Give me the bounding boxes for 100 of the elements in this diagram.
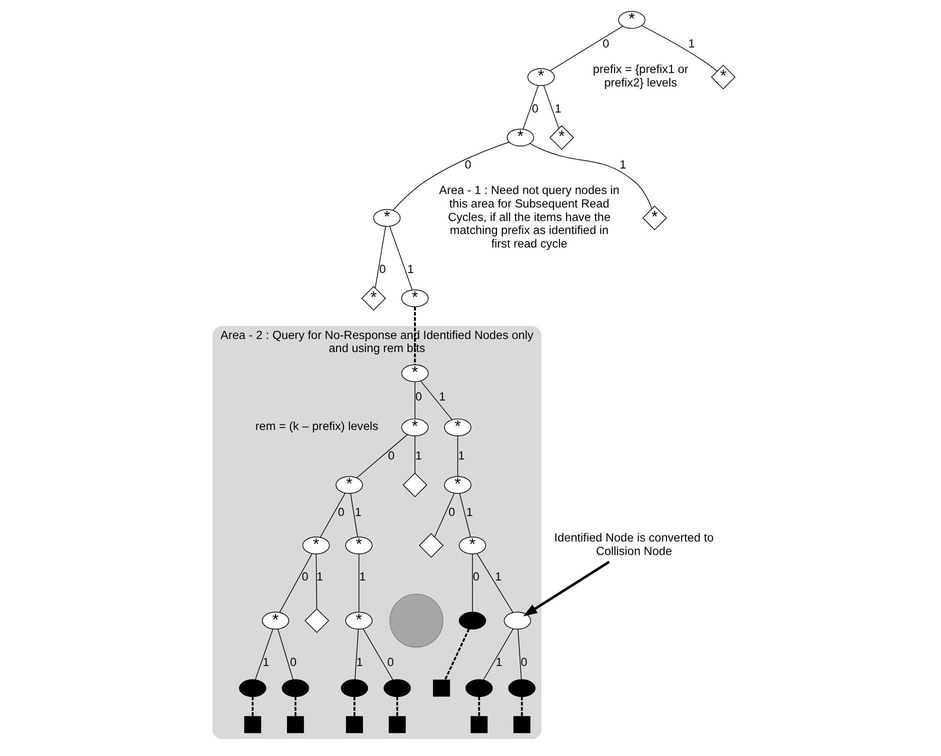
edge-label: 1	[406, 262, 414, 276]
node-diamond	[402, 472, 427, 498]
node-ellipse	[503, 612, 531, 630]
connector	[277, 628, 294, 680]
connector	[517, 628, 522, 680]
connector	[482, 628, 514, 680]
node-diamond	[418, 533, 443, 558]
node-circle	[389, 594, 443, 648]
edge-label: 1	[414, 448, 422, 463]
edge-label: 0	[388, 448, 394, 463]
edge-label: 1	[354, 504, 361, 519]
edge-label: 1	[262, 655, 269, 670]
edge-label: 0	[386, 655, 394, 670]
edge-label: 1	[495, 655, 502, 670]
node-ellipse	[458, 612, 486, 630]
edge-label: 0	[414, 390, 422, 404]
node-diamond	[304, 608, 329, 633]
edge-label: 0	[464, 157, 471, 172]
connector	[529, 143, 652, 210]
edge-label: 1	[494, 570, 502, 584]
connector	[294, 696, 296, 716]
node-diamond: *	[548, 125, 574, 150]
node-ellipse: *	[458, 536, 486, 554]
connector	[549, 26, 623, 72]
connector	[458, 493, 470, 538]
connector	[358, 554, 359, 612]
edge-label: 1	[316, 570, 323, 584]
edge-label: 1	[554, 101, 561, 116]
connector	[353, 696, 355, 716]
node-ellipse: *	[400, 364, 428, 382]
edge-label: 0	[472, 570, 479, 584]
node-ellipse: *	[400, 418, 428, 436]
connector	[254, 628, 273, 680]
connector	[374, 226, 386, 288]
node-diamond: *	[642, 206, 666, 230]
connector	[522, 85, 538, 130]
connector	[356, 434, 408, 478]
label: prefix = {prefix1 or prefix2} levels	[592, 62, 688, 90]
node-box	[286, 716, 304, 734]
node-box	[244, 716, 261, 734]
node-ellipse	[281, 679, 309, 697]
node-ellipse	[383, 679, 410, 697]
connector	[414, 306, 416, 365]
node-ellipse: *	[400, 290, 428, 308]
connector	[392, 142, 509, 211]
edge-label: 0	[301, 570, 308, 584]
connector	[444, 628, 470, 680]
edge-label: 1	[619, 157, 626, 172]
connector	[434, 492, 454, 538]
edge-label: 0	[337, 504, 344, 519]
connector	[319, 492, 345, 538]
node-ellipse	[340, 679, 368, 697]
node-diamond: *	[710, 64, 736, 90]
edge-label: 0	[448, 504, 455, 519]
node-ellipse	[464, 679, 492, 697]
connector	[640, 25, 718, 72]
connector	[542, 85, 559, 129]
node-ellipse: *	[444, 418, 471, 436]
node-ellipse: *	[506, 128, 534, 146]
edge-label: 0	[289, 655, 296, 670]
node-ellipse: *	[444, 476, 471, 494]
node-ellipse: *	[526, 68, 554, 86]
connector	[478, 696, 480, 716]
edge-label: 0	[378, 262, 386, 276]
connector	[520, 696, 522, 716]
arrow	[522, 560, 610, 616]
node-ellipse: *	[344, 536, 372, 554]
connector	[315, 554, 317, 610]
connector	[420, 380, 452, 420]
connector	[278, 553, 312, 613]
node-ellipse: *	[344, 612, 372, 630]
connector	[396, 696, 398, 716]
connector	[350, 493, 358, 538]
connector	[388, 226, 412, 290]
node-diamond: *	[360, 286, 386, 311]
connector	[456, 436, 458, 476]
node-ellipse: *	[618, 11, 645, 29]
node-ellipse	[238, 679, 266, 697]
connector	[362, 628, 393, 680]
node-ellipse: *	[261, 612, 289, 630]
label: rem = (k – prefix) levels	[254, 419, 378, 434]
edge-label: 1	[358, 570, 366, 584]
edge-label: 1	[356, 655, 362, 670]
label: Area - 1 : Need not query nodes in this area for Subsequent Read Cycles, if all the items have the matching prefix as identified in first read cycle	[438, 183, 619, 250]
connector	[414, 381, 415, 420]
node-box	[388, 716, 406, 734]
edge-label: 0	[602, 36, 609, 50]
node-ellipse	[508, 679, 536, 697]
edge-label: 0	[531, 101, 538, 116]
node-ellipse: *	[335, 476, 362, 494]
node-box	[512, 716, 530, 734]
edge-label: 1	[466, 504, 472, 519]
node-text: Identified Node is converted to Collision Node	[554, 530, 714, 558]
connector	[251, 696, 254, 716]
node-box	[470, 716, 488, 734]
edge-label: 1	[688, 36, 694, 50]
node-box	[345, 716, 362, 734]
connector	[476, 553, 513, 613]
node-ellipse: *	[372, 209, 400, 227]
connector	[354, 628, 358, 680]
